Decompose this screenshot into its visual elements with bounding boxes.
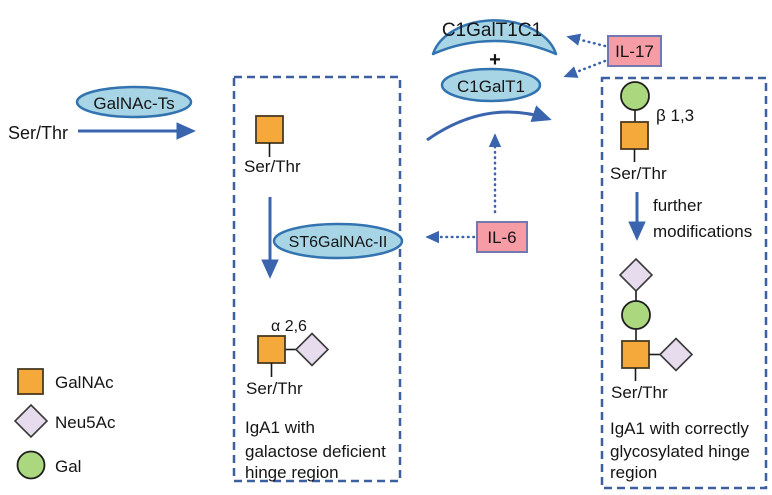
il17-box [607,35,662,67]
cytokine-il17: IL-17 [563,33,662,78]
il6-box [476,221,528,253]
legend-galnac-square [17,368,44,395]
c1galt1-label: C1GalT1 [457,77,525,96]
il17-label: IL-17 [615,42,654,61]
legend-gal-label: Gal [55,457,81,476]
caption-line: glycosylated hinge [610,442,750,461]
il17-dotted-arrow-to-c1galt1c1 [566,33,607,48]
st6galnac2-label: ST6GalNAc-II [289,234,388,251]
galnac-ts-label: GalNAc-Ts [93,94,174,113]
legend-neu5ac-diamond [13,403,49,439]
dashed-border-right [600,76,768,490]
il6-label: IL-6 [487,228,516,247]
alpha26-label: α 2,6 [271,318,307,335]
beta13-label: β 1,3 [656,106,694,125]
correctly-glycosylated-box: β 1,3 Ser/Thr further modifications Ser/… [600,76,768,490]
legend-gal-circle [16,450,46,480]
cytokine-il6: IL-6 [425,133,528,253]
caption-line: IgA1 with [245,418,315,437]
galactosylation-curved-arrow [426,105,552,142]
galnac-square [621,340,650,369]
start-serthr-label: Ser/Thr [8,123,68,143]
gal-circle [620,81,650,111]
legend-neu5ac-label: Neu5Ac [55,413,116,432]
c1galt1-ellipse [440,67,542,103]
serthr-label: Ser/Thr [611,383,668,402]
serthr-label: Ser/Thr [246,379,303,398]
plus-sign: + [489,49,501,71]
c1galt1c1-crescent [431,19,558,56]
c1galt1c1-label: C1GalT1C1 [442,20,542,41]
galnac-square [255,115,284,144]
il17-dotted-arrow-to-c1galt1 [563,59,607,78]
neu5ac-diamond [294,332,330,367]
left-pathway: Ser/Thr GalNAc-Ts [8,85,196,143]
serthr-label: Ser/Thr [610,164,667,183]
neu5ac-diamond [658,337,694,372]
neu5ac-diamond [618,257,654,293]
legend: GalNAc Neu5Ac Gal [13,368,116,480]
gal-circle [621,300,651,330]
galnac-square [257,335,286,364]
further-label-line2: modifications [653,222,752,241]
caption-line: hinge region [245,463,339,482]
c1galt1-complex: C1GalT1C1 + C1GalT1 [426,19,558,142]
caption-line: region [610,463,657,482]
legend-galnac-label: GalNAc [55,373,114,392]
further-label-line1: further [653,196,702,215]
galnac-square [620,121,649,150]
serthr-label: Ser/Thr [244,157,301,176]
caption-line: galactose deficient [245,442,386,461]
dashed-border-middle [232,75,402,483]
galactose-deficient-box: Ser/Thr ST6GalNAc-II α 2,6 Ser/Thr IgA1 … [232,75,404,483]
galnac-ts-ellipse [75,85,193,119]
caption-line: IgA1 with correctly [610,419,749,438]
st6galnac2-ellipse [272,222,404,260]
